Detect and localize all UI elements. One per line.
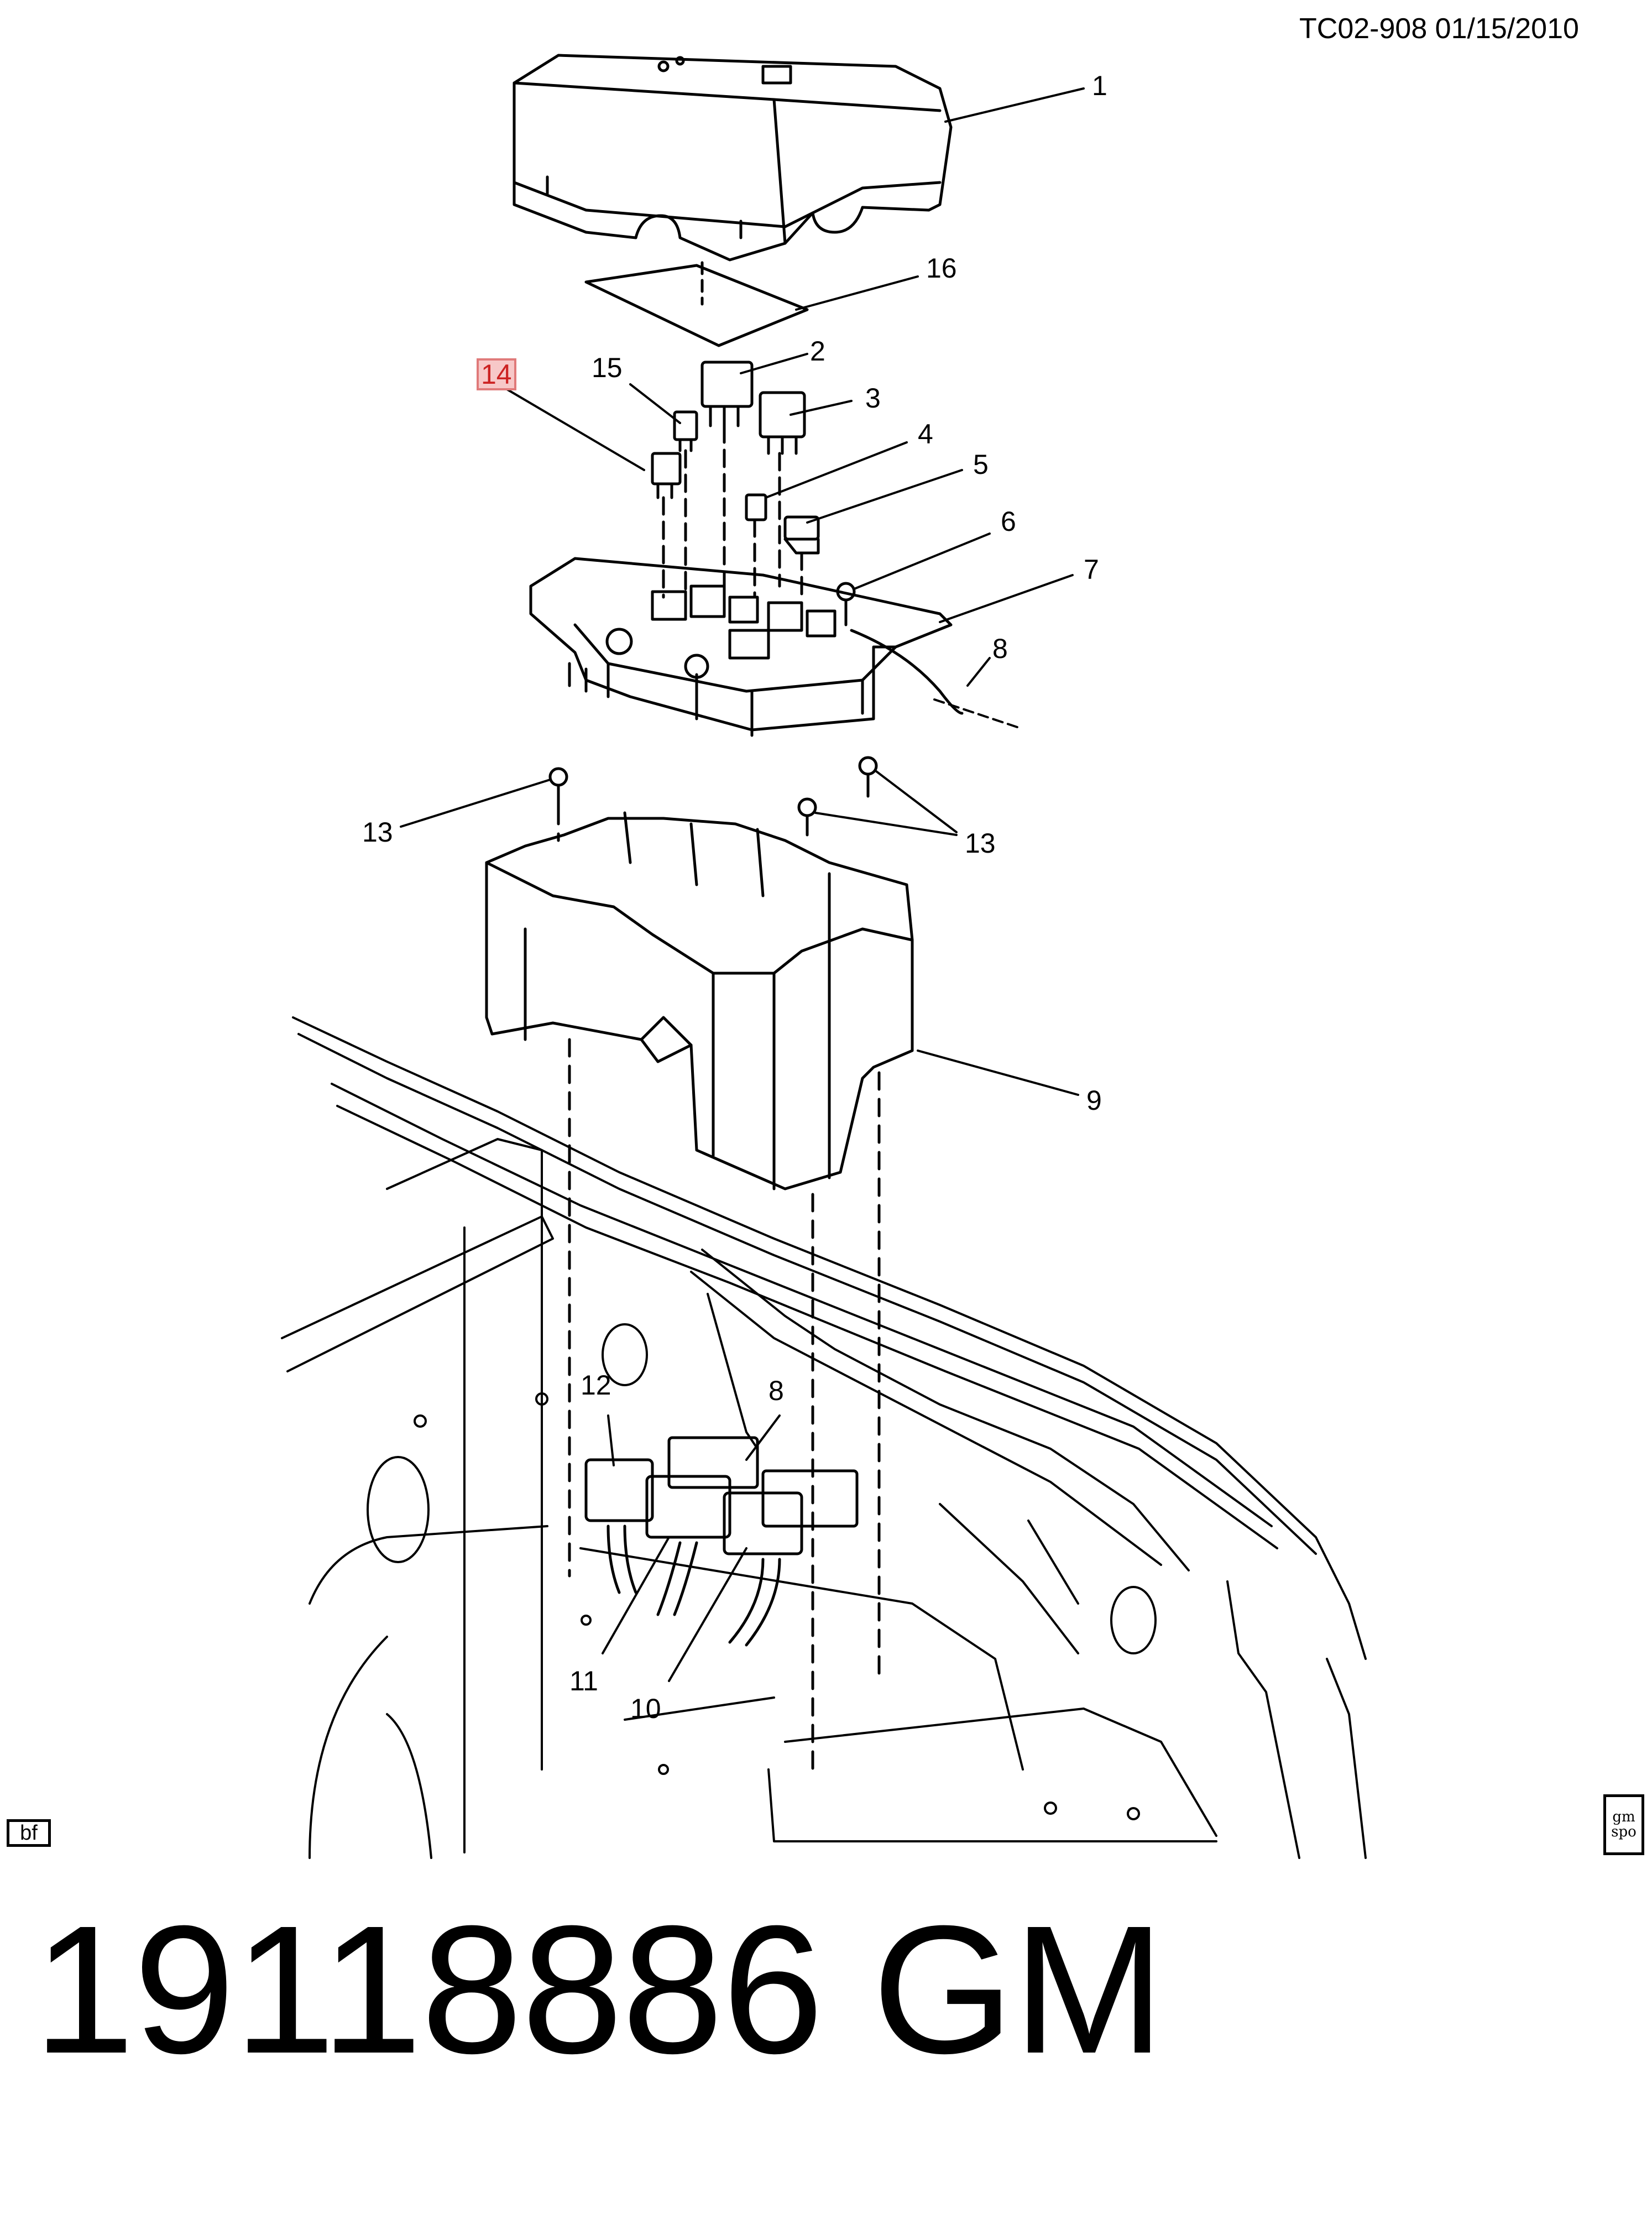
logo-line-1: gm: [1612, 1808, 1635, 1825]
callout-9: 9: [1086, 1085, 1102, 1116]
callout-5: 5: [973, 449, 989, 480]
label-sheet: [586, 263, 807, 346]
relays-and-fuses: [652, 362, 854, 625]
callout-8-lower: 8: [769, 1375, 784, 1406]
logo-line-2: spo: [1611, 1824, 1637, 1840]
callout-3: 3: [865, 383, 881, 414]
callout-15: 15: [592, 352, 623, 383]
callout-7: 7: [1084, 554, 1099, 585]
callout-11: 11: [569, 1665, 598, 1696]
alignment-lines: [558, 807, 879, 1775]
callout-16: 16: [926, 253, 957, 284]
callout-13-left: 13: [362, 817, 393, 848]
callout-4: 4: [918, 419, 933, 450]
diagram-header-code: TC02-908 01/15/2010: [1299, 13, 1579, 45]
callout-12: 12: [581, 1370, 611, 1401]
fuse-block-cover: [514, 55, 951, 260]
callout-2: 2: [810, 336, 825, 367]
mounting-bracket: [487, 813, 912, 1189]
screws: [550, 758, 876, 835]
harness-connectors: [586, 1438, 857, 1645]
callout-6: 6: [1001, 506, 1016, 537]
gm-spo-logo: gm spo: [1603, 1794, 1644, 1855]
leader-lines: [401, 88, 1084, 1681]
vehicle-body-structure: [282, 1017, 1366, 1858]
callout-1: 1: [1092, 70, 1107, 101]
callout-10: 10: [630, 1693, 661, 1724]
callout-8-upper: 8: [992, 633, 1008, 664]
callout-13-right: 13: [965, 828, 996, 859]
part-number: 19118886 GM: [33, 1887, 1165, 2091]
fuse-block-body: [531, 558, 962, 735]
callout-14-highlighted: 14: [477, 358, 516, 390]
bf-badge: bf: [7, 1819, 51, 1847]
